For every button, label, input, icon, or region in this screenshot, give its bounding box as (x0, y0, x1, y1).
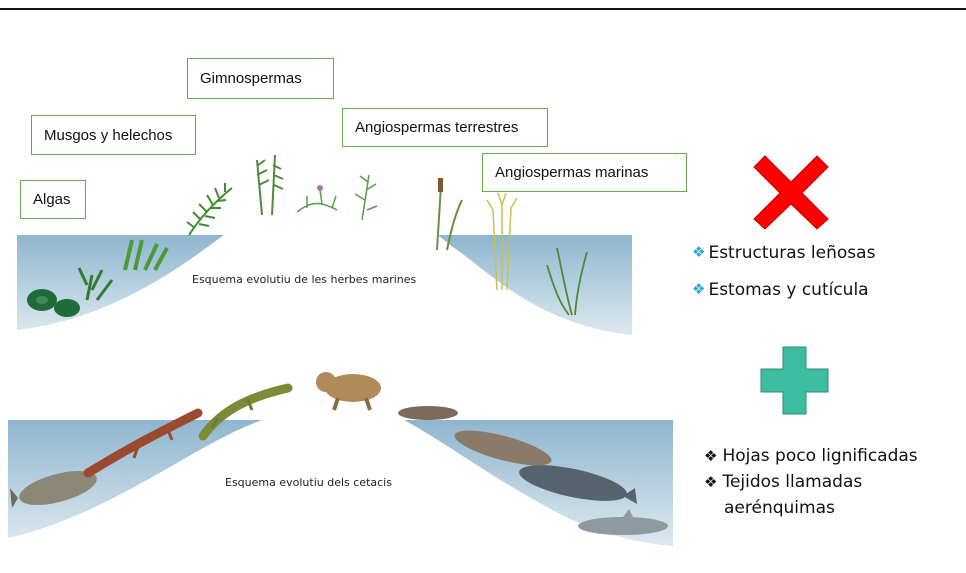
trait-text: aerénquimas (724, 498, 835, 518)
whale-icon (519, 465, 637, 504)
amphibian-icon (83, 408, 203, 478)
plant-diagram-caption: Esquema evolutiu de les herbes marines (192, 273, 417, 286)
list-item: ❖ Estomas y cutícula (692, 280, 875, 300)
lost-traits-list: ❖ Estructuras leñosas ❖ Estomas y cutícu… (692, 243, 875, 300)
club-bullet-icon: ❖ (704, 473, 718, 491)
diamond-bullet-icon: ❖ (692, 243, 706, 261)
land-hill (17, 185, 632, 335)
cetacean-diagram-caption: Esquema evolutiu dels cetacis (225, 476, 392, 489)
label-gimnospermas: Gimnospermas (187, 58, 334, 99)
early-whale-icon (398, 406, 552, 466)
land-hill (8, 402, 673, 546)
flowering-plant-icon (296, 174, 378, 221)
seaweed-icon (77, 267, 114, 301)
plus-icon (760, 346, 829, 415)
label-algas: Algas (20, 180, 86, 219)
seagrass-icon (546, 247, 588, 316)
trait-text: Estructuras leñosas (708, 243, 876, 263)
cross-icon (753, 155, 829, 230)
lobe-fin-fish-icon (10, 470, 97, 508)
label-angiospermas-terrestres: Angiospermas terrestres (342, 108, 548, 147)
trait-text: Estomas y cutícula (708, 280, 869, 300)
cetacean-evolution-diagram (8, 372, 673, 546)
list-item: ❖ Hojas poco lignificadas (704, 443, 918, 469)
trait-text: Hojas poco lignificadas (722, 446, 918, 466)
list-item: ❖ Tejidos llamadas (704, 469, 918, 495)
fern-icon (186, 183, 233, 236)
trait-text: Tejidos llamadas (722, 472, 863, 492)
dolphin-icon (578, 509, 668, 535)
gymnosperm-icon (256, 154, 284, 216)
club-bullet-icon: ❖ (704, 447, 718, 465)
label-musgos-helechos: Musgos y helechos (31, 115, 196, 155)
reed-icon (486, 192, 518, 291)
reptile-icon (198, 383, 293, 441)
diamond-bullet-icon: ❖ (692, 280, 706, 298)
plant-evolution-diagram (17, 154, 632, 335)
cattail-icon (436, 178, 463, 251)
mammal-icon (316, 372, 381, 411)
list-item-continuation: aerénquimas (704, 495, 918, 521)
label-angiospermas-marinas: Angiospermas marinas (482, 153, 687, 192)
list-item: ❖ Estructuras leñosas (692, 243, 875, 263)
top-rule (0, 8, 966, 10)
gained-traits-list: ❖ Hojas poco lignificadas ❖ Tejidos llam… (704, 443, 918, 521)
grass-algae-icon (123, 239, 169, 271)
